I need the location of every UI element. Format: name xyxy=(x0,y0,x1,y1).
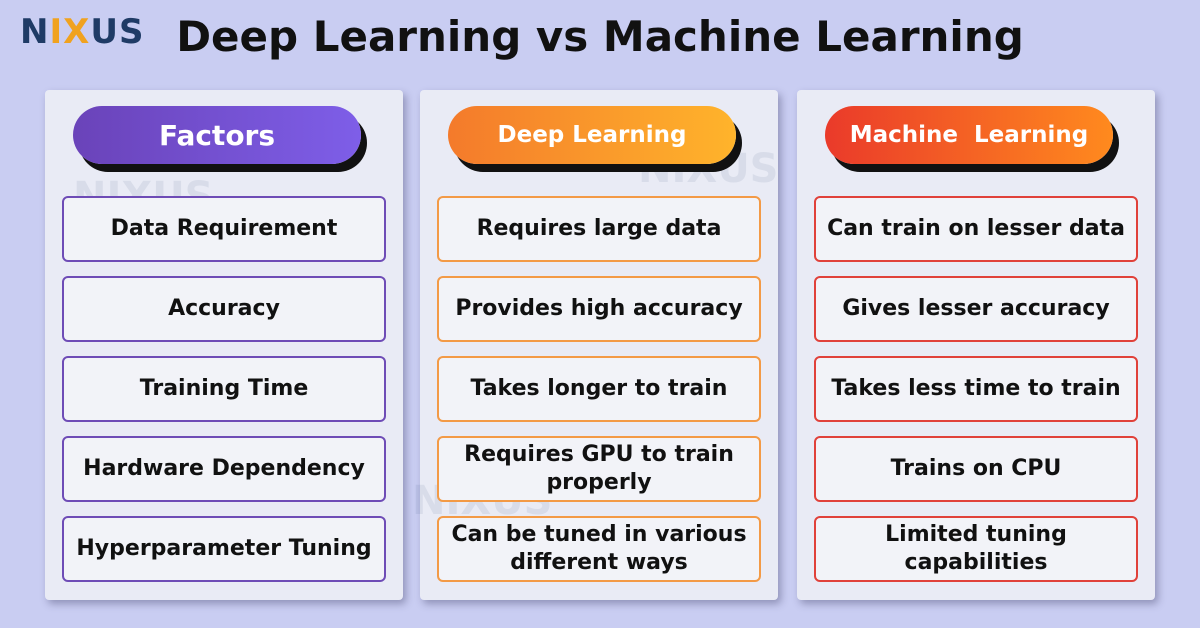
factor-cell: Hyperparameter Tuning xyxy=(62,516,386,582)
machine-learning-cell: Trains on CPU xyxy=(814,436,1138,502)
factor-cell: Data Requirement xyxy=(62,196,386,262)
brand-logo: NIXUS xyxy=(20,12,144,52)
page-title: Deep Learning vs Machine Learning xyxy=(176,12,1024,61)
machine-learning-cell: Can train on lesser data xyxy=(814,196,1138,262)
factor-cell: Hardware Dependency xyxy=(62,436,386,502)
factor-cell: Training Time xyxy=(62,356,386,422)
machine-learning-panel: NIXUS Machine Learning Can train on less… xyxy=(797,90,1155,600)
deep-learning-cell: Requires GPU to train properly xyxy=(437,436,761,502)
machine-learning-cell: Limited tuning capabilities xyxy=(814,516,1138,582)
deep-learning-cell: Provides high accuracy xyxy=(437,276,761,342)
logo-part-2: US xyxy=(90,12,145,52)
machine-learning-header: Machine Learning xyxy=(825,106,1113,164)
deep-learning-cell: Takes longer to train xyxy=(437,356,761,422)
factor-cell: Accuracy xyxy=(62,276,386,342)
machine-learning-cell: Takes less time to train xyxy=(814,356,1138,422)
deep-learning-header: Deep Learning xyxy=(448,106,736,164)
deep-learning-panel: NIXUS NIXUS Deep Learning Requires large… xyxy=(412,90,779,600)
logo-part-1: N xyxy=(20,12,50,52)
logo-part-x: IX xyxy=(49,12,91,52)
deep-learning-cell: Requires large data xyxy=(437,196,761,262)
factors-panel: NIXUS Factors Data Requirement Accuracy … xyxy=(45,90,403,600)
machine-learning-cell: Gives lesser accuracy xyxy=(814,276,1138,342)
deep-learning-cell: Can be tuned in various different ways xyxy=(437,516,761,582)
factors-header: Factors xyxy=(73,106,361,164)
